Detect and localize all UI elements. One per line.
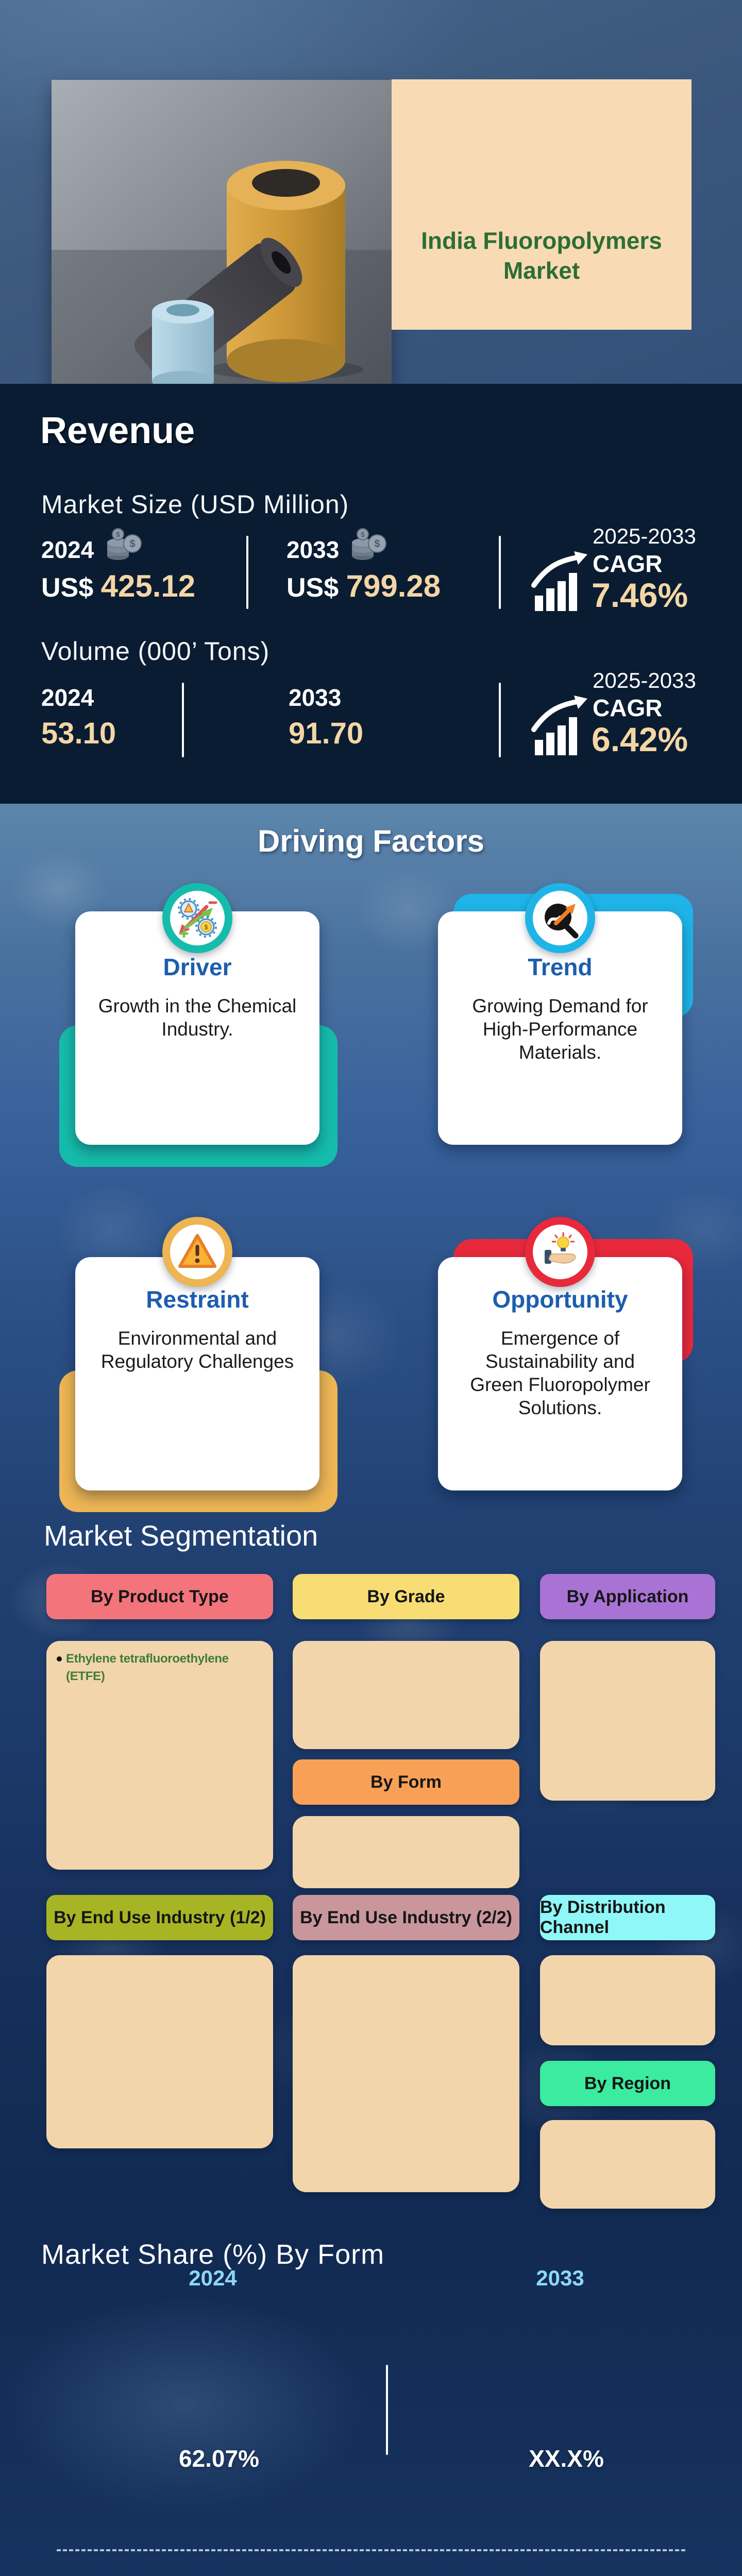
ms-cagr-label: CAGR: [593, 550, 663, 577]
gears-arrows-icon: $: [178, 898, 217, 938]
end-use-1-list: [46, 1955, 273, 2148]
application-list: [540, 1641, 715, 1801]
growth-chart-icon: [531, 696, 587, 755]
vol-cagr-period: 2025-2033: [593, 668, 696, 692]
pie-divider: [386, 2365, 388, 2455]
opportunity-icon: [533, 1225, 587, 1279]
restraint-title: Restraint: [146, 1286, 249, 1313]
svg-text:$: $: [374, 538, 380, 550]
header-end-use-2: By End Use Industry (2/2): [293, 1895, 519, 1940]
pie-form-2033: [452, 2298, 668, 2524]
product-type-list: Ethylene tetrafluoroethylene (ETFE): [46, 1641, 273, 1870]
trend-icon: [533, 891, 587, 945]
divider: [182, 683, 184, 757]
driver-title: Driver: [163, 954, 232, 980]
revenue-section: Revenue Market Size (USD Million) 2024 $…: [0, 384, 742, 804]
trend-icon-ring: [525, 883, 595, 953]
market-size-year-2033: 2033: [286, 536, 340, 563]
pie-form-2024: [105, 2298, 321, 2524]
driver-body: Growth in the Chemical Industry.: [98, 995, 297, 1040]
svg-text:$: $: [361, 531, 365, 538]
volume-year-2024: 2024: [41, 684, 94, 711]
page-title: India Fluoropolymers Market: [421, 227, 662, 284]
market-size-value-2033: US$ 799.28: [286, 569, 441, 603]
opportunity-card: [438, 1257, 682, 1490]
growth-chart-icon: [531, 551, 587, 611]
driver-icon: $: [170, 891, 225, 945]
magnifier-trend-icon: [545, 904, 579, 939]
title-panel: [392, 79, 692, 330]
fluoropolymer-tubes-photo: [52, 80, 392, 395]
revenue-heading: Revenue: [40, 410, 195, 451]
form-list: [293, 1816, 519, 1888]
svg-text:$: $: [116, 531, 120, 538]
volume-year-2033: 2033: [289, 684, 342, 711]
restraint-icon-ring: [162, 1217, 232, 1287]
header-by-grade: By Grade: [293, 1574, 519, 1619]
segmentation-section: Market Segmentation By Product Type By G…: [0, 1515, 742, 2231]
bullet-dot-icon: [57, 1656, 62, 1662]
trend-title: Trend: [528, 954, 593, 980]
list-item-label: Ethylene tetrafluoroethylene (ETFE): [66, 1652, 229, 1683]
volume-value-2033: 91.70: [289, 717, 364, 750]
vol-cagr-value: 6.42%: [592, 720, 688, 758]
hero-section: India Fluoropolymers Market: [0, 0, 742, 395]
end-use-2-list: [293, 1955, 519, 2192]
header-distribution-channel: By Distribution Channel: [540, 1895, 715, 1940]
divider: [246, 536, 248, 609]
svg-text:$: $: [129, 538, 135, 550]
header-by-product-type: By Product Type: [46, 1574, 273, 1619]
dashed-divider: [57, 2549, 685, 2551]
header-by-application: By Application: [540, 1574, 715, 1619]
header-end-use-1: By End Use Industry (1/2): [46, 1895, 273, 1940]
restraint-icon: [170, 1225, 225, 1279]
bulb-hand-icon: [545, 1232, 576, 1264]
ms-cagr-value: 7.46%: [592, 576, 688, 614]
warning-triangle-icon: [178, 1234, 216, 1268]
segmentation-title: Market Segmentation: [44, 1519, 318, 1552]
grade-list: [293, 1641, 519, 1749]
distribution-list: [540, 1955, 715, 2045]
share-by-form-title: Market Share (%) By Form: [41, 2239, 385, 2270]
coins-icon: $ $: [107, 528, 142, 560]
driving-factors-section: Driving Factors $ Driver Growth: [0, 804, 742, 1515]
form-2024-label: 62.07%: [178, 2445, 259, 2472]
vol-cagr-label: CAGR: [593, 694, 663, 721]
trend-body: Growing Demand for High-Performance Mate…: [472, 995, 648, 1063]
header-by-form: By Form: [293, 1759, 519, 1805]
ms-cagr-period: 2025-2033: [593, 524, 696, 548]
divider: [499, 683, 501, 757]
divider: [499, 536, 501, 609]
restraint-card: [75, 1257, 319, 1490]
volume-label: Volume (000’ Tons): [41, 637, 270, 666]
driving-factors-title: Driving Factors: [257, 824, 485, 858]
market-share-section: Market Share (%) By Form 2024 2033 62.07…: [0, 2231, 742, 2576]
restraint-body: Environmental and Regulatory Challenges: [100, 1328, 294, 1372]
form-2033-label: XX.X%: [529, 2445, 604, 2472]
market-size-label: Market Size (USD Million): [41, 490, 349, 519]
market-size-value-2024: US$ 425.12: [41, 569, 196, 603]
market-size-year-2024: 2024: [41, 536, 94, 563]
driver-icon-ring: $: [162, 883, 232, 953]
coins-icon: $ $: [352, 528, 386, 560]
form-year-2033: 2033: [536, 2266, 584, 2290]
volume-value-2024: 53.10: [41, 717, 116, 750]
header-by-region: By Region: [540, 2061, 715, 2106]
tubes-illustration: [52, 80, 392, 395]
region-list: [540, 2120, 715, 2209]
opportunity-title: Opportunity: [492, 1286, 628, 1313]
opportunity-body: Emergence of Sustainability and Green Fl…: [470, 1328, 650, 1418]
svg-text:$: $: [204, 923, 208, 931]
form-year-2024: 2024: [189, 2266, 237, 2290]
list-item: Ethylene tetrafluoroethylene (ETFE): [54, 1650, 267, 1685]
opportunity-icon-ring: [525, 1217, 595, 1287]
